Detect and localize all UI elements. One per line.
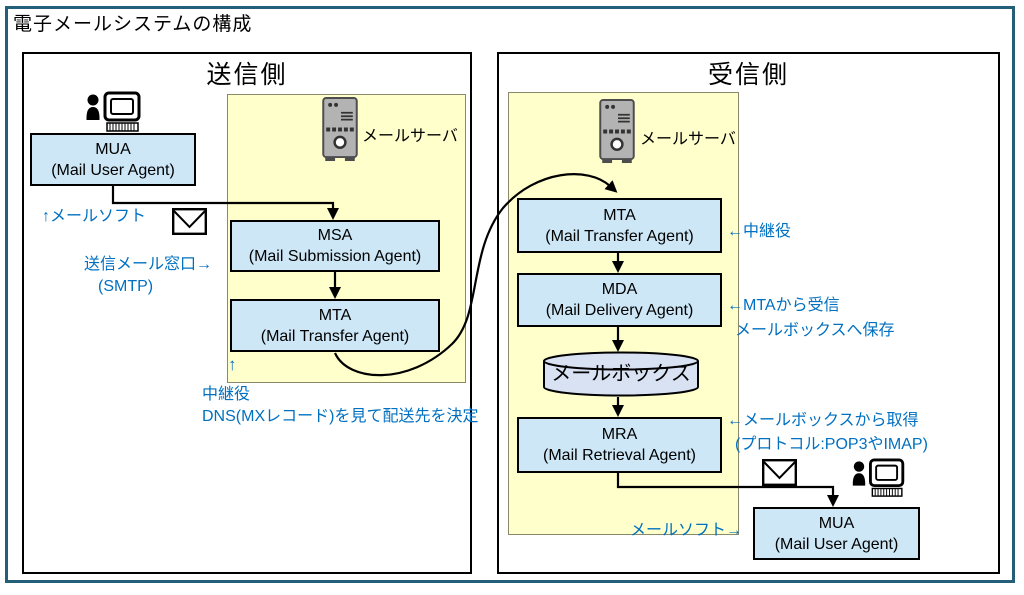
monitor-screen [875, 464, 899, 481]
monitor-screen [110, 98, 134, 115]
envelope-body [762, 459, 797, 486]
msa-acronym: MSA [317, 227, 353, 244]
receiver-mta-note: ←中継役 [727, 223, 792, 240]
receiver-mta-box: MTA (Mail Transfer Agent) [517, 198, 722, 253]
mda-full: (Mail Delivery Agent) [545, 302, 694, 319]
receiver-mta-acronym: MTA [603, 206, 636, 224]
sender-mua-box: MUA (Mail User Agent) [30, 133, 196, 186]
sender-mua-full: (Mail User Agent) [51, 161, 175, 179]
keyboard-keys [109, 123, 135, 131]
sender-relay-note-line1: 中継役 [202, 386, 251, 403]
receiver-mua-acronym: MUA [818, 514, 855, 532]
user-computer-icon [852, 458, 905, 497]
server-icon [599, 99, 635, 164]
sender-smtp-note-line1: 送信メール窓口→ [84, 256, 213, 273]
cylinder-body [543, 361, 699, 397]
mda-acronym: MDA [601, 281, 638, 298]
sender-mua-acronym: MUA [95, 140, 131, 158]
receiver-mta-full: (Mail Transfer Agent) [545, 227, 694, 245]
sender-mta-box: MTA (Mail Transfer Agent) [230, 299, 440, 352]
server-led [334, 102, 339, 107]
server-led [328, 102, 333, 107]
mailbox-label: メールボックス [551, 363, 691, 385]
envelope-icon [172, 208, 207, 235]
server-foot [344, 156, 355, 162]
msa-full: (Mail Submission Agent) [248, 248, 422, 265]
envelope-flap [763, 461, 796, 480]
server-foot [602, 158, 613, 164]
server-foot [621, 158, 632, 164]
mra-note-line1: ←メールボックスから取得 [727, 412, 919, 429]
receiver-mua-box: MUA (Mail User Agent) [753, 507, 920, 560]
server-vents [617, 113, 630, 123]
mra-acronym: MRA [601, 426, 638, 443]
outer-frame [5, 6, 1015, 583]
mra-note: ←メールボックスから取得 (プロトコル:POP3やIMAP) [727, 409, 928, 457]
receiver-server-label: メールサーバ [640, 131, 736, 148]
sender-relay-note: 中継役 DNS(MXレコード)を見て配送先を決定 [202, 384, 478, 428]
keyboard-keys [874, 488, 899, 497]
mra-box: MRA (Mail Retrieval Agent) [517, 417, 722, 473]
mra-note-line2: (プロトコル:POP3やIMAP) [735, 436, 928, 453]
mda-box: MDA (Mail Delivery Agent) [517, 273, 722, 327]
person-head [853, 461, 865, 472]
page-title: 電子メールシステムの構成 [13, 14, 253, 35]
envelope-flap [173, 210, 206, 229]
sender-mta-acronym: MTA [318, 306, 352, 324]
server-dial [333, 135, 347, 149]
server-icon [322, 97, 358, 162]
sender-server-label: メールサーバ [362, 128, 458, 145]
sender-mta-full: (Mail Transfer Agent) [260, 327, 410, 345]
sender-smtp-note: 送信メール窓口→ (SMTP) [84, 254, 212, 298]
server-led [605, 104, 610, 109]
sender-mailsoft-note: ↑メールソフト [42, 208, 147, 225]
person-body [852, 473, 866, 486]
mda-note-line2: メールボックスへ保存 [735, 322, 895, 339]
sender-header: 送信側 [206, 61, 288, 89]
receiver-mailsoft-note: メールソフト→ [630, 522, 743, 539]
mailbox-cylinder [543, 351, 699, 397]
receiver-mua-full: (Mail User Agent) [774, 535, 899, 553]
mra-full: (Mail Retrieval Agent) [543, 447, 696, 464]
envelope-body [172, 208, 207, 235]
server-foot [325, 156, 336, 162]
mda-note: ←MTAから受信 メールボックスへ保存 [727, 293, 895, 343]
msa-box: MSA (Mail Submission Agent) [230, 220, 440, 272]
receiver-header: 受信側 [707, 61, 789, 89]
sender-relay-note-line2: DNS(MXレコード)を見て配送先を決定 [202, 408, 479, 425]
person-body [86, 107, 100, 120]
server-dial [610, 137, 624, 151]
mda-note-line1: ←MTAから受信 [727, 297, 840, 314]
cylinder-top [543, 351, 699, 371]
person-head [87, 94, 99, 106]
envelope-icon [762, 459, 797, 486]
server-led [611, 104, 616, 109]
user-computer-icon [86, 91, 141, 132]
relay-up-arrow: ↑ [228, 355, 237, 374]
server-vents [340, 111, 353, 121]
sender-smtp-note-line2: (SMTP) [98, 278, 154, 295]
